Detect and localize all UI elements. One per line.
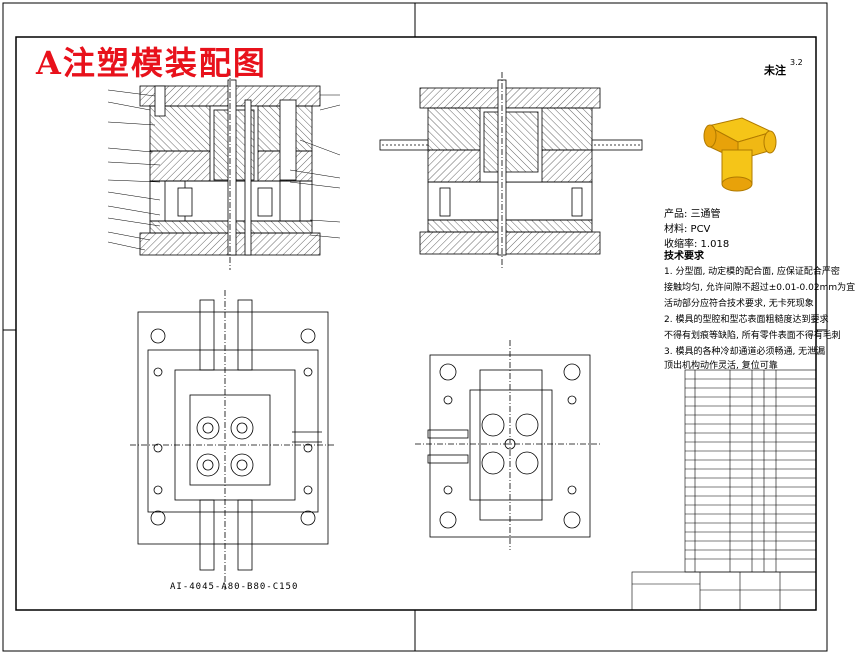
shrinkage-label: 收缩率: 1.018 xyxy=(664,239,730,250)
plan-view-right xyxy=(415,340,600,550)
bom-table xyxy=(684,369,817,573)
drawing-frame xyxy=(15,36,817,611)
mold-assembly-drawing xyxy=(2,2,828,652)
leader-lines-left xyxy=(107,89,341,251)
roughness-value: 3.2 xyxy=(790,58,803,67)
plan-view-left xyxy=(130,290,335,590)
tech-requirement-item: 接触均匀, 允许间隙不超过±0.01-0.02mm为宜 xyxy=(664,283,855,293)
roughness-label: 未注 xyxy=(764,64,786,77)
title-block xyxy=(631,571,817,611)
tee-part-3d xyxy=(703,117,777,192)
tech-requirement-item: 活动部分应符合技术要求, 无卡死现象 xyxy=(664,299,814,309)
section-view-left xyxy=(139,70,321,270)
tech-requirement-item: 1. 分型面, 动定模的配合面, 应保证配合严密 xyxy=(664,267,840,277)
tech-requirements-heading: 技术要求 xyxy=(664,251,704,262)
tech-requirement-item: 3. 模具的各种冷却通道必须畅通, 无泄漏 xyxy=(664,347,826,357)
tech-requirement-item: 不得有划痕等缺陷, 所有零件表面不得有毛刺 xyxy=(664,331,841,341)
product-label: 产品: 三通管 xyxy=(664,209,721,220)
tech-requirement-item: 2. 模具的型腔和型芯表面粗糙度达到要求 xyxy=(664,315,829,325)
mold-base-model-number: AI-4045-A80-B80-C150 xyxy=(170,582,299,592)
material-label: 材料: PCV xyxy=(664,224,711,235)
drawing-title: A注塑模装配图 xyxy=(36,44,267,82)
tech-requirement-item: 顶出机构动作灵活, 复位可靠 xyxy=(664,361,778,371)
section-view-right xyxy=(379,72,643,270)
